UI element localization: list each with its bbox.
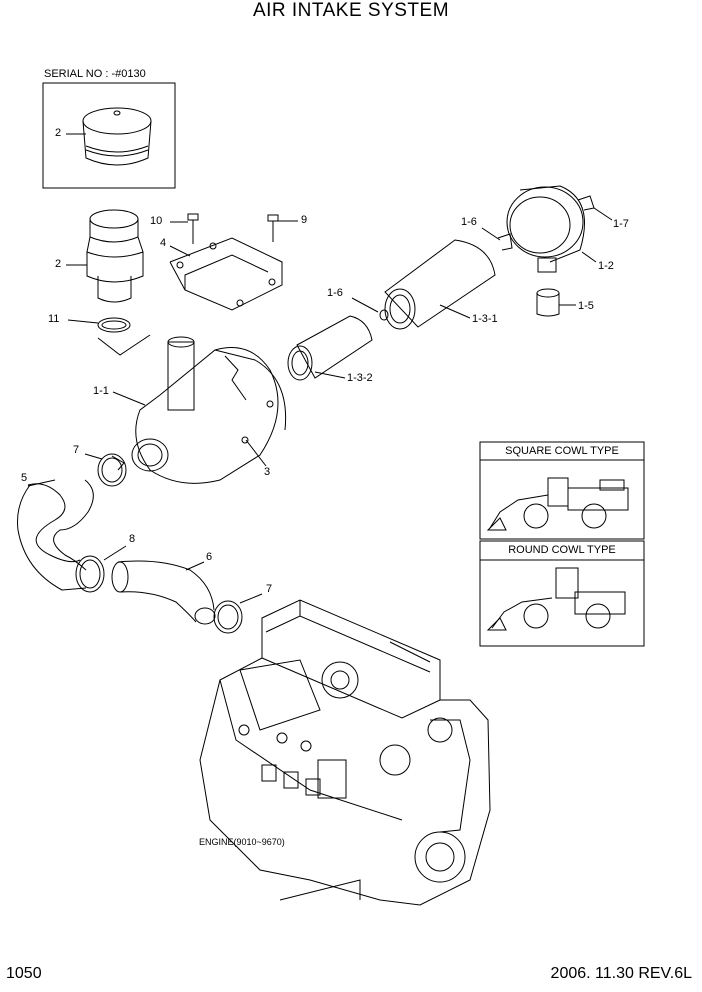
callout-7-lower: 7 [266, 583, 273, 595]
hose-clamp-8 [75, 545, 127, 593]
mounting-bracket [169, 237, 283, 311]
callout-10: 10 [150, 215, 163, 227]
round-cowl-loader-illustration [486, 567, 626, 631]
callout-11: 11 [48, 313, 60, 325]
intake-hose-5 [17, 479, 94, 591]
callout-3: 3 [264, 466, 271, 478]
callout-2-alt: 2 [55, 127, 62, 139]
air-cleaner-body [112, 336, 287, 484]
page-title: AIR INTAKE SYSTEM [252, 0, 450, 21]
square-cowl-inset [479, 441, 645, 540]
pre-cleaner-cap [66, 209, 144, 303]
serial-number-label: SERIAL NO : -#0130 [44, 68, 146, 80]
callout-8: 8 [129, 533, 136, 545]
callout-2: 2 [55, 258, 62, 270]
callout-1-5: 1-5 [578, 300, 594, 312]
callout-1-1: 1-1 [93, 385, 109, 397]
bolt-9 [267, 214, 298, 242]
callout-6: 6 [206, 551, 213, 563]
callout-9: 9 [301, 214, 308, 226]
square-cowl-loader-illustration [486, 477, 629, 531]
callout-1-2: 1-2 [598, 260, 614, 272]
callout-7-upper: 7 [73, 444, 80, 456]
intake-hose-6 [111, 560, 216, 625]
hose-clamp-11 [67, 317, 151, 356]
bolt-10 [170, 213, 199, 244]
outer-filter-element [351, 239, 496, 330]
serial-inset-box [42, 82, 176, 189]
square-cowl-heading: SQUARE COWL TYPE [505, 445, 619, 457]
round-cowl-heading: ROUND COWL TYPE [508, 544, 616, 556]
callout-1-3-2: 1-3-2 [347, 372, 373, 384]
engine-label: ENGINE(9010~9670) [199, 837, 285, 847]
pre-cleaner-cap-alt [66, 107, 152, 166]
callout-1-3-1: 1-3-1 [472, 313, 498, 325]
engine-assembly [199, 599, 491, 906]
callout-1-6-upper: 1-6 [461, 216, 477, 228]
callout-1-7: 1-7 [613, 218, 629, 230]
page-number: 1050 [6, 965, 42, 982]
callout-4: 4 [160, 237, 167, 249]
callout-5: 5 [21, 472, 28, 484]
revision-date: 2006. 11.30 REV.6L [550, 965, 692, 982]
round-cowl-inset [479, 540, 645, 647]
callout-1-6-lower: 1-6 [327, 287, 343, 299]
hose-clamp-7-lower [213, 593, 263, 634]
hose-clamp-7-upper [84, 453, 127, 487]
air-cleaner-cover [481, 185, 613, 273]
rubber-cap [536, 288, 576, 317]
inner-filter-element [287, 315, 373, 381]
